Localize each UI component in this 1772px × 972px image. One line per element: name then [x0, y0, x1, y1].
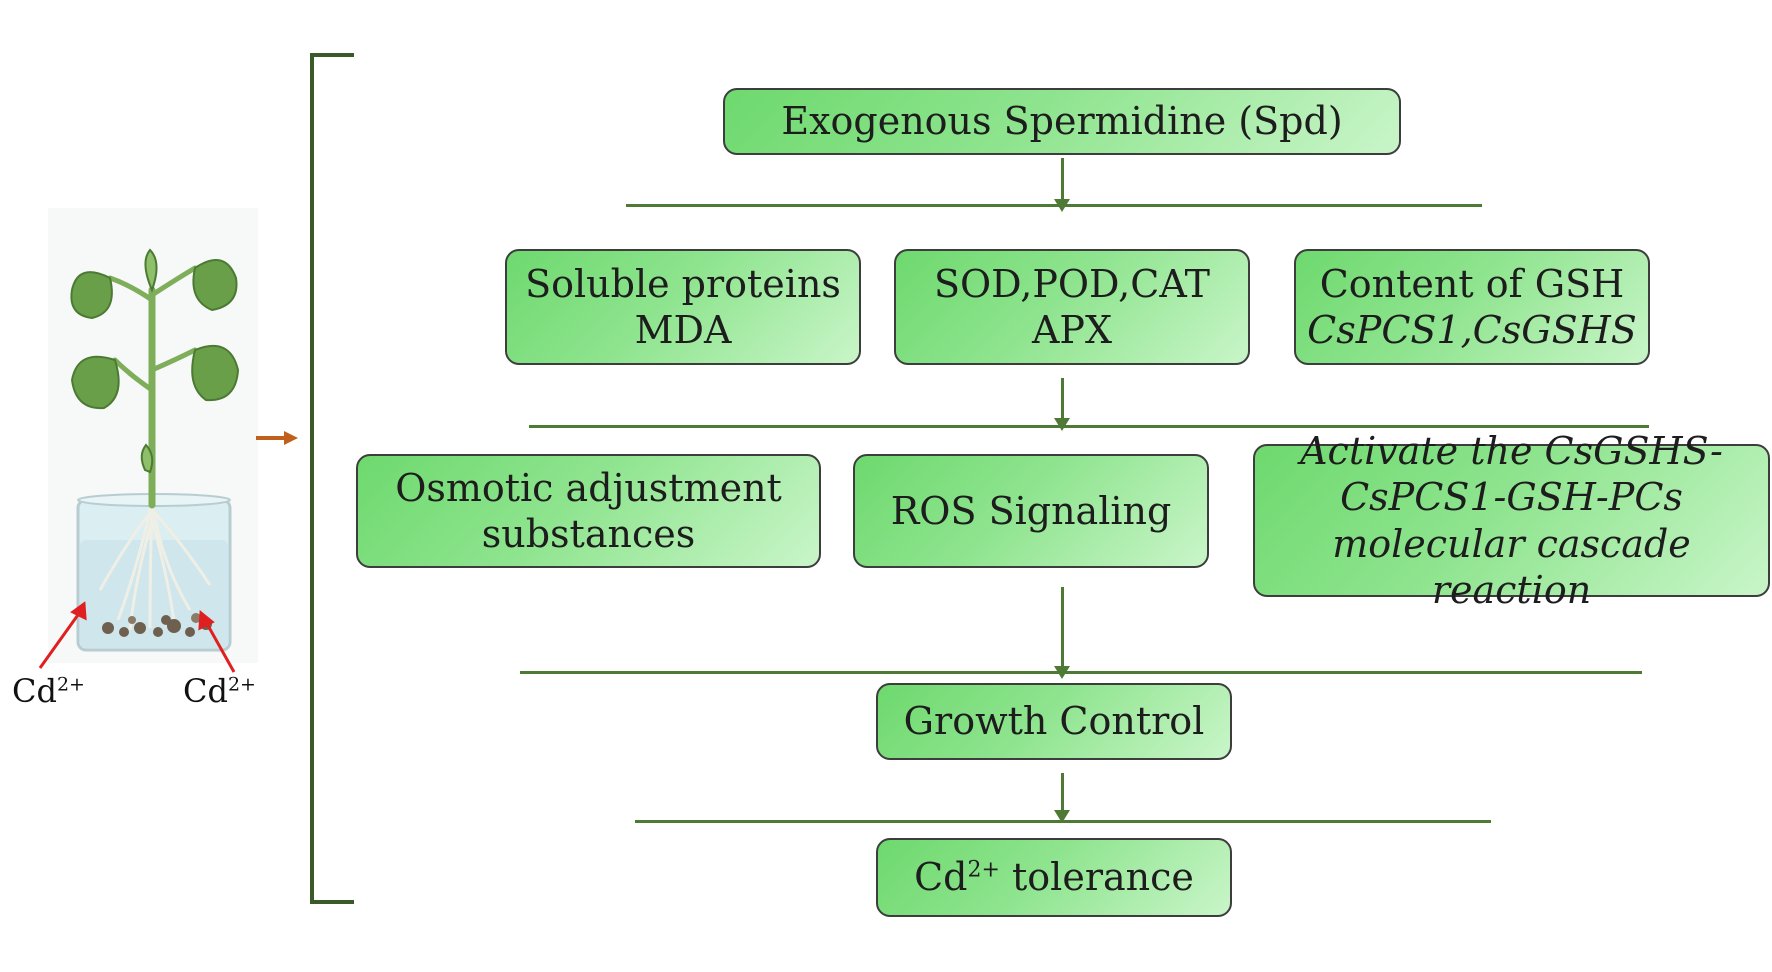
divider-3 [520, 671, 1642, 674]
divider-1 [626, 204, 1482, 207]
glass-container [76, 493, 232, 652]
ion-arrow-right-head [198, 609, 215, 631]
gsh-content-box: Content of GSH CsPCS1,CsGSHS [1294, 249, 1650, 365]
ion-arrows [38, 601, 236, 673]
leaves [70, 248, 240, 474]
soluble-proteins-box: Soluble proteins MDA [505, 249, 861, 365]
bracket [310, 53, 354, 904]
arrow-1 [1054, 158, 1070, 212]
antioxidant-enzymes-box: SOD,POD,CAT APX [894, 249, 1250, 365]
ion-arrow-right [204, 621, 236, 673]
spermidine-box: Exogenous Spermidine (Spd) [723, 88, 1401, 155]
stem [107, 265, 198, 509]
osmotic-adjustment-box: Osmotic adjustment substances [356, 454, 821, 568]
pointer-arrow [256, 431, 298, 445]
ion-label-left: Cd2+ [12, 672, 85, 710]
arrow-3 [1054, 587, 1070, 679]
arrow-4 [1054, 773, 1070, 823]
cd-tolerance-box: Cd2+ tolerance [876, 838, 1232, 917]
growth-control-box: Growth Control [876, 683, 1232, 760]
ion-arrow-left-head [70, 601, 87, 621]
ros-signaling-box: ROS Signaling [853, 454, 1209, 568]
cascade-reaction-box: Activate the CsGSHS- CsPCS1-GSH-PCs mole… [1253, 429, 1770, 612]
divider-2 [529, 425, 1649, 428]
divider-4 [635, 820, 1491, 823]
ion-label-right: Cd2+ [183, 672, 256, 710]
ion-arrow-left [38, 611, 82, 669]
arrow-2 [1054, 378, 1070, 431]
